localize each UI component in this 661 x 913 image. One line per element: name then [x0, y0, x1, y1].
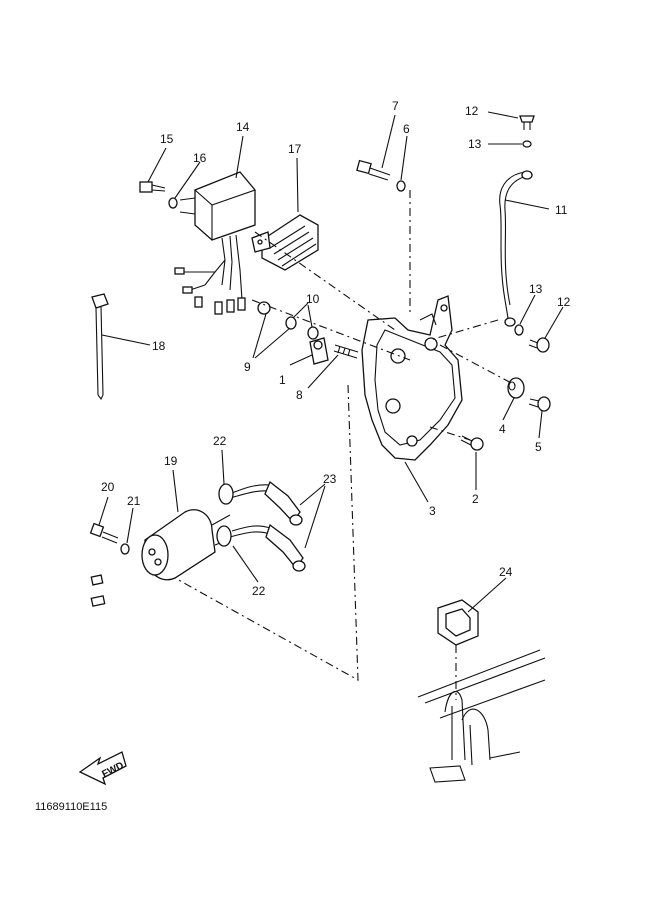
- screw-12-top: [519, 115, 535, 130]
- bolt-20: [89, 522, 119, 544]
- screw-12-right: [528, 337, 550, 353]
- callout-14: 14: [236, 120, 250, 134]
- coil-terminals: [90, 574, 106, 607]
- washer-6: [396, 180, 406, 192]
- bolt-5: [528, 396, 551, 412]
- callout-13-top: 13: [468, 137, 482, 151]
- callout-18: 18: [152, 339, 166, 353]
- callout-12-top: 12: [465, 104, 479, 118]
- callout-1: 1: [279, 373, 286, 387]
- leader-lines: [98, 111, 564, 613]
- cable-tie-18: [91, 293, 109, 401]
- callout-22-top: 22: [213, 434, 227, 448]
- callout-15: 15: [160, 132, 174, 146]
- cdi-unit: [174, 171, 256, 315]
- collar-1: [309, 337, 329, 365]
- callout-labels: 1 2 3 4 5 6 7 8 9 10 11 12 12 13 13 14 1…: [101, 99, 571, 598]
- washer-16: [168, 197, 178, 209]
- callout-3: 3: [429, 504, 436, 518]
- washer-13-top: [522, 140, 532, 148]
- callout-12-right: 12: [557, 295, 571, 309]
- callout-19: 19: [164, 454, 178, 468]
- ignition-coil-19: [141, 509, 231, 581]
- rectifier: [251, 214, 319, 271]
- callout-20: 20: [101, 480, 115, 494]
- washer-13-right: [514, 324, 524, 336]
- callout-13-right: 13: [529, 282, 543, 296]
- callout-9: 9: [244, 360, 251, 374]
- callout-24: 24: [499, 565, 513, 579]
- callout-4: 4: [499, 422, 506, 436]
- callout-22-bottom: 22: [252, 584, 266, 598]
- callout-10: 10: [306, 292, 320, 306]
- callout-23: 23: [323, 472, 337, 486]
- washer-10-b: [307, 326, 319, 340]
- nut-9: [257, 301, 271, 315]
- spark-plug-lead-lower: [216, 523, 306, 572]
- bracket-plate: [361, 295, 463, 461]
- callout-5: 5: [535, 440, 542, 454]
- callout-2: 2: [472, 492, 479, 506]
- stud-8: [333, 344, 359, 359]
- washer-21: [120, 543, 130, 555]
- drawing-code: 11689110E115: [35, 801, 107, 813]
- callout-21: 21: [127, 494, 141, 508]
- callout-8: 8: [296, 388, 303, 402]
- callout-7: 7: [392, 99, 399, 113]
- rubber-seal-24: [437, 599, 479, 646]
- bolt-15: [139, 181, 166, 193]
- assembly-center-lines: [174, 190, 516, 700]
- spark-plug-lead-upper: [218, 480, 303, 526]
- bushing-4: [507, 377, 525, 399]
- callout-16: 16: [193, 151, 207, 165]
- screw-2: [460, 435, 484, 451]
- engine-cowling-detail: [417, 649, 546, 783]
- bolt-7: [356, 159, 391, 181]
- callout-6: 6: [403, 122, 410, 136]
- lead-wire-11: [499, 170, 533, 327]
- callout-17: 17: [288, 142, 302, 156]
- forward-direction-arrow: FWD: [78, 751, 127, 786]
- washer-10-a: [285, 316, 297, 330]
- callout-11: 11: [555, 203, 568, 217]
